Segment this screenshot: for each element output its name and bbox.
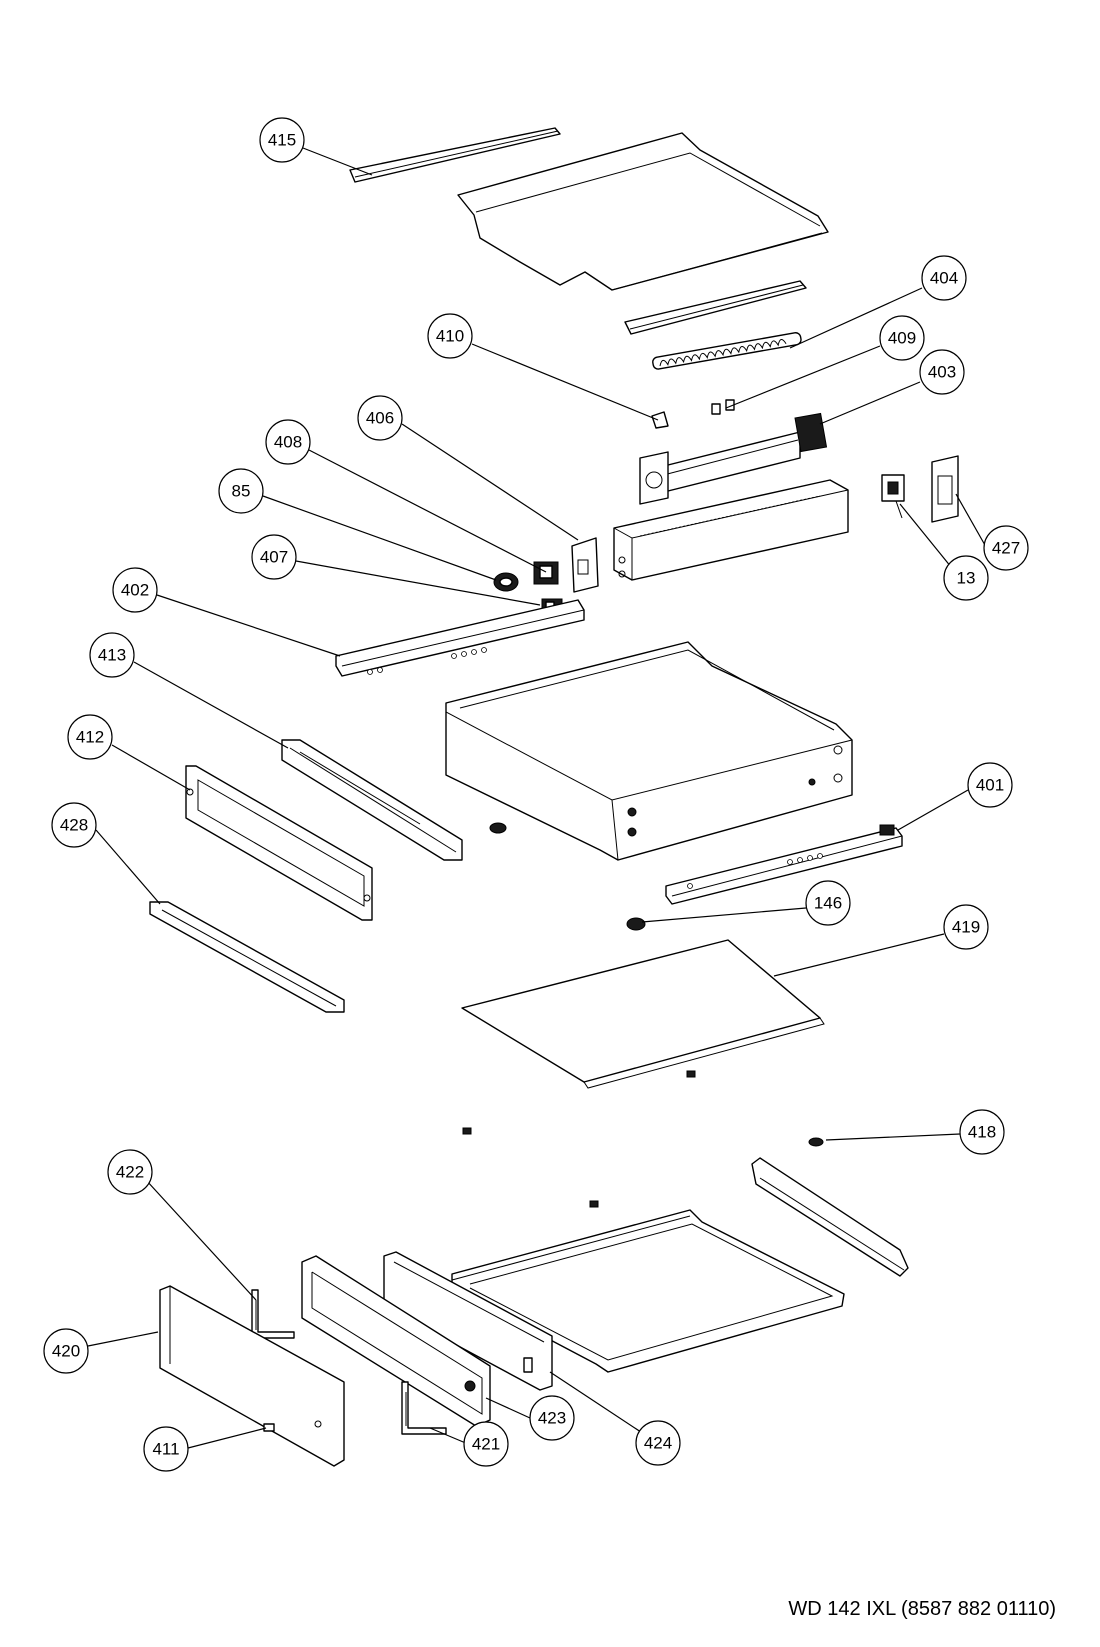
- callout-label: 428: [60, 816, 88, 835]
- callout-label: 401: [976, 776, 1004, 795]
- blower-fan-403: [639, 412, 828, 505]
- frame-rail-428: [149, 901, 345, 1013]
- part-418: [808, 1137, 824, 1147]
- fitting-146: [626, 917, 646, 931]
- thermostat-13: [881, 474, 905, 519]
- knob-85: [493, 572, 519, 592]
- bracket-421: [401, 1381, 447, 1435]
- switch-408: [533, 561, 559, 585]
- screw-411: [263, 1423, 275, 1432]
- telescopic-rail-401: [665, 824, 903, 905]
- callout-label: 404: [930, 269, 958, 288]
- fitting-small: [489, 822, 507, 834]
- callout-label: 402: [121, 581, 149, 600]
- callout-label: 412: [76, 728, 104, 747]
- callout-422: 422: [107, 1149, 153, 1195]
- control-bracket-406: [571, 537, 599, 593]
- callout-label: 410: [436, 327, 464, 346]
- callout-label: 408: [274, 433, 302, 452]
- callout-label: 419: [952, 918, 980, 937]
- side-rail-402: [335, 599, 585, 677]
- callout-label: 424: [644, 1434, 672, 1453]
- front-frame-412: [185, 765, 373, 921]
- callout-424: 424: [635, 1420, 681, 1466]
- callout-146: 146: [805, 880, 851, 926]
- callout-401: 401: [967, 762, 1013, 808]
- callout-label: 13: [957, 569, 976, 588]
- outer-front-panel-420: [159, 1285, 345, 1467]
- bracket-422: [251, 1289, 295, 1339]
- callout-label: 406: [366, 409, 394, 428]
- callout-label: 427: [992, 539, 1020, 558]
- callout-411: 411: [143, 1426, 189, 1472]
- callout-label: 411: [152, 1440, 179, 1459]
- callout-label: 415: [268, 131, 296, 150]
- clip-409: [711, 399, 735, 415]
- callout-label: 146: [814, 894, 842, 913]
- callout-420: 420: [43, 1328, 89, 1374]
- callout-419: 419: [943, 904, 989, 950]
- callout-415: 415: [259, 117, 305, 163]
- callout-label: 423: [538, 1409, 566, 1428]
- callout-418: 418: [959, 1109, 1005, 1155]
- callout-406: 406: [357, 395, 403, 441]
- back-panel: [751, 1157, 909, 1277]
- callout-label: 403: [928, 363, 956, 382]
- top-cover-plate: [457, 132, 829, 291]
- clip-410: [651, 411, 669, 429]
- feet-small: [462, 1070, 696, 1208]
- callout-413: 413: [89, 632, 135, 678]
- peg-small: [523, 1357, 533, 1373]
- callout-421: 421: [463, 1421, 509, 1467]
- callout-label: 422: [116, 1163, 144, 1182]
- callout-label: 85: [232, 482, 251, 501]
- top-rail-415: [349, 127, 561, 183]
- callout-403: 403: [919, 349, 965, 395]
- heating-element-404: [652, 332, 802, 370]
- heater-housing: [613, 479, 849, 581]
- callout-427: 427: [983, 525, 1029, 571]
- callout-85: 85: [218, 468, 264, 514]
- callout-428: 428: [51, 802, 97, 848]
- callout-409: 409: [879, 315, 925, 361]
- callout-label: 420: [52, 1342, 80, 1361]
- callout-412: 412: [67, 714, 113, 760]
- callout-label: 421: [472, 1435, 500, 1454]
- callout-402: 402: [112, 567, 158, 613]
- leader-lines: [87, 147, 991, 1449]
- inner-front-panel-423: [301, 1255, 491, 1427]
- callout-label: 413: [98, 646, 126, 665]
- callout-404: 404: [921, 255, 967, 301]
- callout-423: 423: [529, 1395, 575, 1441]
- glass-plate-419: [461, 939, 825, 1089]
- callout-410: 410: [427, 313, 473, 359]
- callout-label: 407: [260, 548, 288, 567]
- callout-407: 407: [251, 534, 297, 580]
- model-label: WD 142 IXL (8587 882 01110): [788, 1598, 1056, 1620]
- callout-label: 409: [888, 329, 916, 348]
- telescopic-rail-413: [281, 739, 463, 861]
- callout-13: 13: [943, 555, 989, 601]
- top-rail-lower: [624, 280, 807, 335]
- drawer-body: [445, 641, 853, 861]
- callout-408: 408: [265, 419, 311, 465]
- bracket-427: [931, 455, 959, 523]
- callout-label: 418: [968, 1123, 996, 1142]
